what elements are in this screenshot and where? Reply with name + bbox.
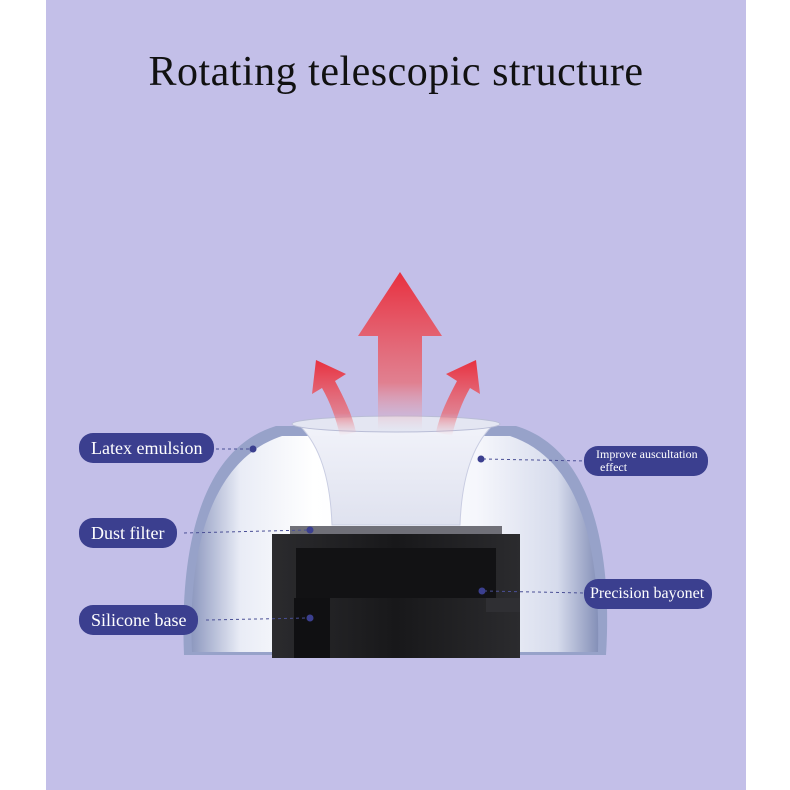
label-latex-emulsion: Latex emulsion	[79, 433, 215, 463]
bayonet-slot	[294, 598, 330, 658]
dot-bayonet	[478, 587, 486, 595]
label-silicone-base: Silicone base	[79, 605, 199, 635]
dot-dust	[306, 526, 314, 534]
dust-filter-strip	[290, 526, 502, 534]
improve-line-1: Improve auscultation	[596, 447, 698, 461]
dot-improve	[477, 455, 485, 463]
inner-funnel	[294, 421, 498, 526]
right-arrow	[436, 360, 480, 436]
left-arrow	[312, 360, 356, 436]
improve-line-2: effect	[600, 460, 628, 474]
background-panel: Rotating telescopic structure	[46, 0, 746, 790]
leader-lines	[183, 448, 587, 621]
dot-latex	[249, 445, 257, 453]
label-improve-auscultation: Improve auscultation effect	[584, 446, 708, 476]
dot-silicone	[306, 614, 314, 622]
label-dust-filter: Dust filter	[79, 518, 177, 548]
bayonet-step	[486, 598, 520, 612]
eartip-diagram	[183, 272, 608, 658]
airflow-arrows	[312, 272, 480, 436]
center-arrow	[358, 272, 442, 430]
bayonet-inner	[296, 548, 496, 598]
page-title: Rotating telescopic structure	[148, 49, 644, 95]
label-precision-bayonet: Precision bayonet	[584, 579, 713, 609]
